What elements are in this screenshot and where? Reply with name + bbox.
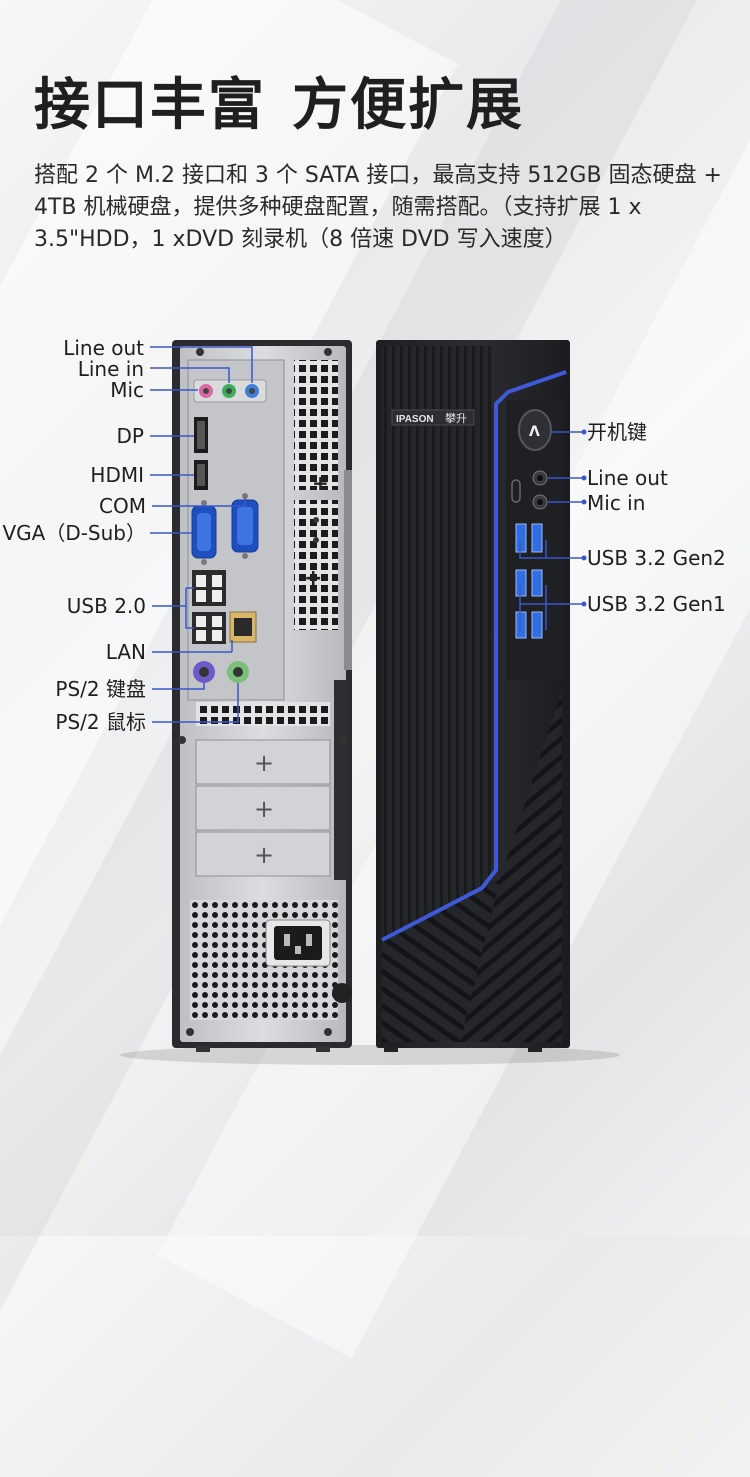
- label-rear-line-out: Line out: [63, 336, 144, 360]
- rear-expansion-slots: + + +: [195, 739, 331, 877]
- label-front-line-out: Line out: [587, 466, 668, 490]
- front-usb-ports: [515, 523, 543, 639]
- svg-text:+: +: [254, 795, 274, 823]
- pc-ports-diagram: + +: [120, 340, 620, 1065]
- title-part-1: 接口丰富: [34, 73, 266, 138]
- leader-lines: [150, 346, 584, 723]
- label-rear-ps2-keyboard: PS/2 键盘: [55, 677, 146, 701]
- label-rear-line-in: Line in: [77, 357, 144, 381]
- rear-hdmi-port: [194, 460, 208, 490]
- front-power-button: Λ: [518, 409, 552, 451]
- title-part-2: 方便扩展: [292, 73, 524, 138]
- brand-badge: IPASON 攀升: [391, 409, 475, 426]
- brand-name-text: 攀升: [445, 412, 467, 425]
- label-rear-lan: LAN: [105, 640, 146, 664]
- svg-text:+: +: [254, 841, 274, 869]
- rear-ps2-ports: [193, 661, 249, 683]
- rear-psu: [190, 900, 352, 1020]
- rear-foot: [316, 1046, 330, 1052]
- rear-foot: [196, 1046, 210, 1052]
- rear-vga-com-ports: [191, 493, 259, 565]
- label-rear-vga: VGA（D-Sub）: [2, 521, 146, 545]
- leader-dots: [581, 429, 587, 607]
- svg-text:+: +: [312, 471, 329, 495]
- svg-text:+: +: [304, 566, 322, 591]
- svg-text:+: +: [254, 749, 274, 777]
- label-rear-mic: Mic: [110, 378, 144, 402]
- floor-shadow: [120, 1045, 620, 1065]
- label-rear-com: COM: [99, 494, 146, 518]
- front-audio-jacks: [511, 470, 548, 510]
- front-foot: [528, 1046, 542, 1052]
- rear-dp-port: [194, 417, 208, 453]
- page-title: 接口丰富方便扩展: [34, 60, 524, 141]
- front-foot: [384, 1046, 398, 1052]
- label-rear-ps2-mouse: PS/2 鼠标: [55, 710, 146, 734]
- rear-audio-jacks: [193, 379, 267, 403]
- rear-usb20-lan-ports: [192, 570, 257, 644]
- label-rear-hdmi: HDMI: [90, 463, 144, 487]
- label-front-usb32-gen2: USB 3.2 Gen2: [587, 546, 726, 570]
- label-front-mic-in: Mic in: [587, 491, 646, 515]
- label-rear-usb20: USB 2.0: [66, 594, 146, 618]
- front-chassis: [376, 340, 570, 1048]
- svg-text:Λ: Λ: [529, 424, 540, 440]
- label-front-usb32-gen1: USB 3.2 Gen1: [587, 592, 726, 616]
- label-front-power-button: 开机键: [587, 420, 647, 444]
- label-rear-dp: DP: [116, 424, 144, 448]
- brand-logo-text: IPASON: [396, 414, 434, 425]
- feature-description: 搭配 2 个 M.2 接口和 3 个 SATA 接口，最高支持 512GB 固态…: [34, 163, 722, 252]
